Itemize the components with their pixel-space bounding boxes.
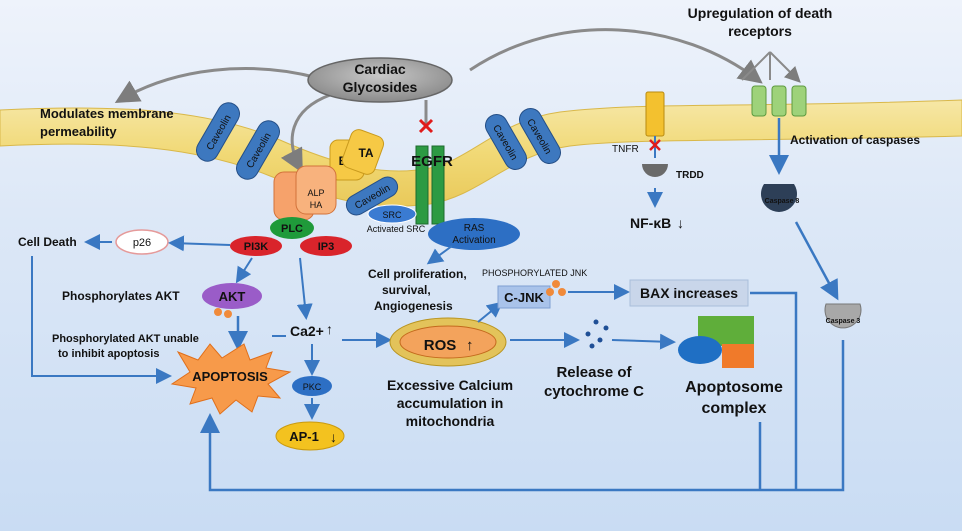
svg-text:ALP: ALP (307, 188, 324, 198)
plc-node: PLC (270, 217, 314, 239)
tnfr-label: TNFR (612, 144, 639, 155)
p26-node (115, 229, 169, 255)
svg-text:TA: TA (358, 146, 373, 160)
pkc-node: PKC (292, 376, 332, 396)
arrow-pi3k-akt (235, 257, 253, 284)
arrow-cg-to-membrane (114, 67, 319, 104)
death-receptor-2 (771, 85, 787, 117)
arrow-cytc-apoptosome (611, 333, 676, 350)
phospho-jnk-label: PHOSPHORYLATED JNK (482, 268, 587, 278)
arrow-celldeath-apoptosis (31, 256, 172, 384)
ros-label: ROS (424, 337, 457, 354)
phosphorylates-akt-label: Phosphorylates AKT (62, 289, 180, 303)
apoptosome-shape (678, 316, 754, 368)
arrow-cg-to-receptors (469, 28, 763, 84)
excessive-label-1: Excessive Calcium (387, 377, 513, 393)
release-cytc-label-2: cytochrome C (544, 383, 644, 400)
egfr-receptor: EGFR (411, 145, 453, 225)
arrow-pi3k-p26 (168, 235, 231, 252)
upregulation-label-2: receptors (728, 23, 792, 39)
svg-text:PKC: PKC (303, 382, 322, 392)
arrow-ras-to-prolif (426, 245, 453, 265)
caspase-8-node: Caspase 8 (761, 184, 799, 212)
prolif-label-2: survival, (382, 283, 431, 297)
inhibit-x-icon (418, 118, 434, 134)
ap1-node: AP-1 (275, 421, 345, 451)
trdd-node (642, 164, 668, 177)
cjnk-node: C-JNK (497, 280, 566, 309)
svg-text:SRC: SRC (382, 210, 402, 220)
trdd-label: TRDD (676, 170, 704, 181)
activation-caspases-label: Activation of caspases (790, 133, 920, 147)
svg-text:HA: HA (310, 200, 323, 210)
cell-death-label: Cell Death (18, 235, 77, 249)
phospho-akt-label-2: to inhibit apoptosis (58, 348, 159, 360)
tnfr-receptor (645, 91, 665, 137)
arrow-plc-ca2 (296, 257, 313, 320)
release-cytc-label-1: Release of (556, 364, 632, 381)
svg-text:BAX increases: BAX increases (640, 285, 738, 301)
ca2-label: Ca2+ (290, 323, 324, 339)
svg-text:RAS: RAS (464, 223, 485, 234)
cytochrome-c-dots (585, 319, 609, 349)
arrow-bax-down (750, 291, 798, 490)
upregulation-label-1: Upregulation of death (688, 5, 833, 21)
ras-activation-node: RAS Activation (428, 218, 520, 250)
arrow-ros-jnk (477, 301, 504, 323)
p26-label: p26 (133, 237, 151, 249)
prolif-label-3: Angiogenesis (374, 299, 453, 313)
apoptosis-burst (170, 343, 292, 415)
svg-text:AKT: AKT (219, 289, 246, 304)
svg-text:Caspase 3: Caspase 3 (826, 318, 861, 325)
ta-node: TA (341, 129, 385, 175)
bax-box: BAX increases (629, 279, 749, 307)
death-receptor-3 (791, 85, 807, 117)
ca2-up-icon: ↑ (326, 321, 333, 337)
ros-up-icon: ↑ (466, 337, 474, 354)
svg-text:PLC: PLC (281, 223, 303, 235)
svg-text:IP3: IP3 (318, 241, 335, 253)
mitochondria: ROS ↑ (389, 317, 507, 367)
inhibit-x-icon-2 (649, 139, 661, 151)
egfr-label: EGFR (411, 153, 453, 170)
svg-text:Caspase 8: Caspase 8 (765, 198, 800, 205)
receptor-arrows (741, 51, 798, 80)
apoptosis-label: APOPTOSIS (192, 369, 268, 384)
arrow-casp3-to-apoptosis (200, 340, 845, 492)
nfkb-label: NF-κB (630, 215, 671, 231)
excessive-label-3: mitochondria (406, 413, 495, 429)
phospho-akt-label-1: Phosphorylated AKT unable (52, 333, 199, 345)
caveolin-1: Caveolin (196, 102, 240, 162)
activated-src-label: Activated SRC (367, 224, 426, 234)
caveolin-2: Caveolin (236, 120, 280, 180)
caspase-3-node: Caspase 3 (824, 303, 862, 329)
svg-text:C-JNK: C-JNK (504, 290, 544, 305)
nfkb-down-icon: ↓ (677, 215, 684, 231)
arrow-casp8-casp3 (794, 221, 839, 301)
ap1-down-icon: ↓ (330, 429, 337, 445)
svg-text:AP-1: AP-1 (289, 429, 319, 444)
cg-label-1: Cardiac (354, 61, 406, 77)
svg-text:Activation: Activation (452, 235, 495, 246)
cardiac-glycosides-node (307, 57, 453, 103)
ip3-node: IP3 (300, 236, 352, 256)
svg-text:PI3K: PI3K (244, 241, 269, 253)
excessive-label-2: accumulation in (397, 395, 504, 411)
modulates-label-2: permeability (40, 124, 117, 139)
arrow-cg-to-plc (280, 93, 331, 174)
apoptosome-label-1: Apoptosome (685, 379, 783, 396)
pi3k-node: PI3K (230, 236, 282, 256)
akt-node: AKT (202, 283, 262, 318)
src-node: SRC (367, 204, 417, 224)
modulates-label-1: Modulates membrane (40, 106, 174, 121)
apoptosome-label-2: complex (702, 400, 767, 417)
alp-ha-node: ALP HA (273, 165, 337, 221)
cg-label-2: Glycosides (343, 79, 418, 95)
prolif-label-1: Cell proliferation, (368, 267, 467, 281)
death-receptor-1 (751, 85, 767, 117)
